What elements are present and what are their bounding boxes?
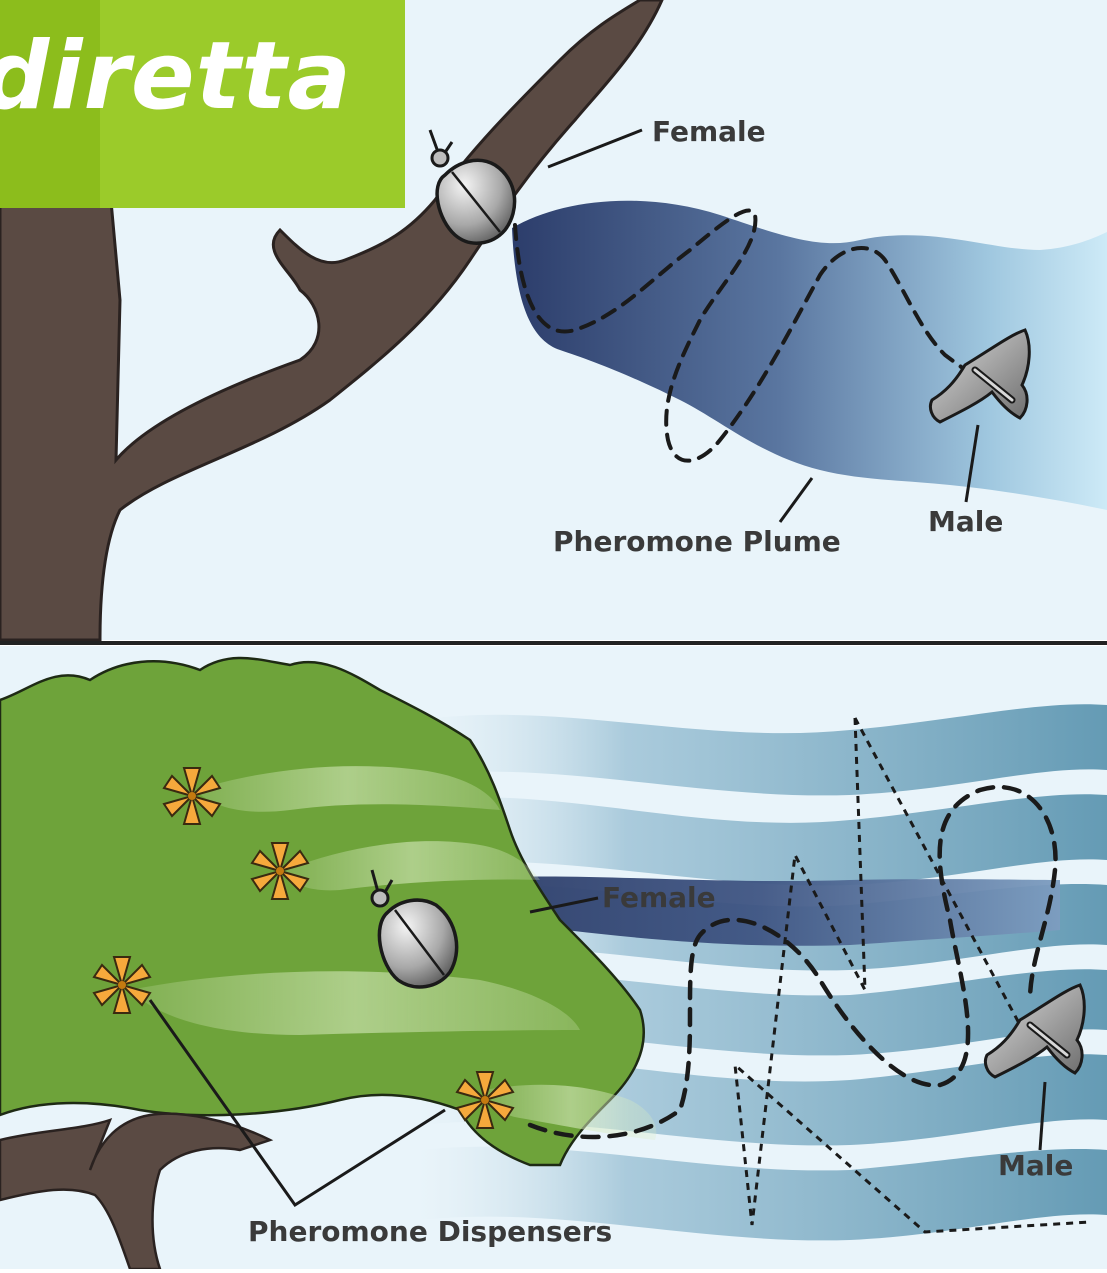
- plume-label: Pheromone Plume: [553, 528, 841, 556]
- female-label-bottom: Female: [602, 884, 716, 912]
- title-banner: diretta: [0, 0, 405, 208]
- bottom-panel: [0, 646, 1107, 1269]
- female-label-top: Female: [652, 118, 766, 146]
- banner-title: diretta: [0, 30, 352, 124]
- male-label-bottom: Male: [998, 1152, 1073, 1180]
- male-label-top: Male: [928, 508, 1003, 536]
- dispensers-label: Pheromone Dispensers: [248, 1218, 612, 1246]
